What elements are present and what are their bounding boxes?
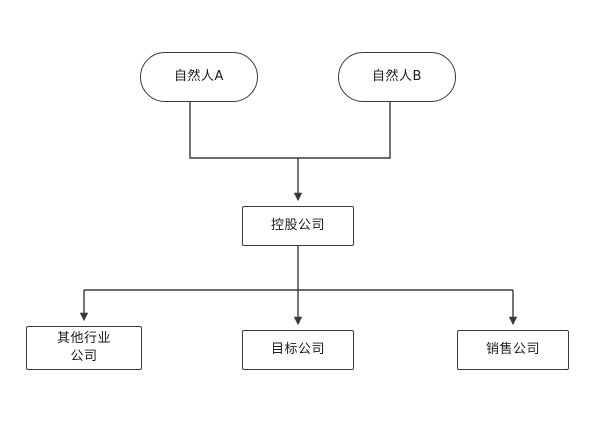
node-other-industry-company[interactable]: 其他行业 公司 (26, 326, 142, 370)
node-target-company-label: 目标公司 (270, 342, 325, 357)
edge-holding-down (84, 246, 513, 291)
edge-person-a-to-holding (189, 102, 298, 159)
node-holding-company[interactable]: 控股公司 (242, 206, 354, 246)
node-sales-company-label: 销售公司 (485, 342, 540, 357)
edge-person-b-to-holding (298, 102, 391, 159)
node-person-a-label: 自然人A (174, 69, 224, 84)
node-person-b[interactable]: 自然人B (338, 52, 456, 102)
node-target-company[interactable]: 目标公司 (242, 330, 354, 370)
node-other-industry-company-label: 其他行业 公司 (56, 331, 111, 364)
node-person-b-label: 自然人B (372, 69, 422, 84)
node-holding-company-label: 控股公司 (270, 218, 325, 233)
node-sales-company[interactable]: 销售公司 (457, 330, 569, 370)
node-person-a[interactable]: 自然人A (140, 52, 258, 102)
